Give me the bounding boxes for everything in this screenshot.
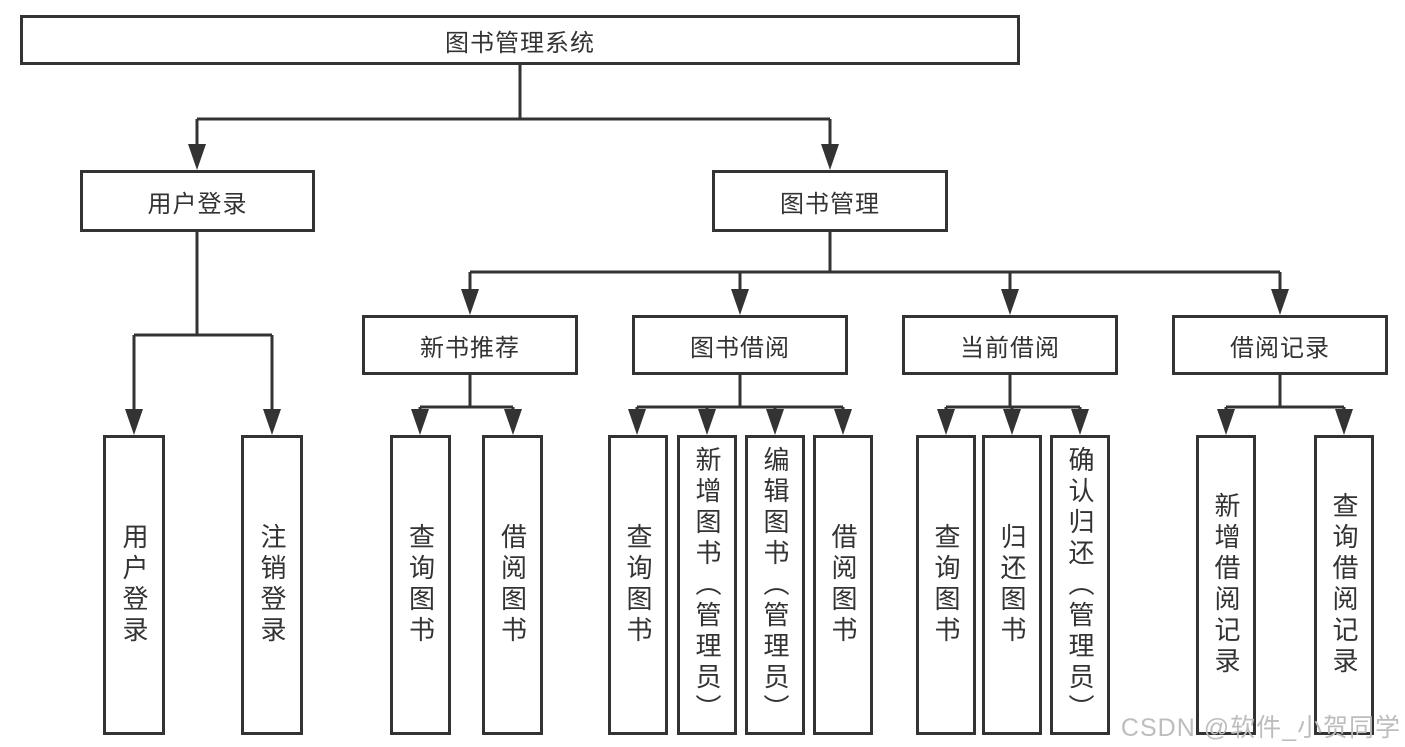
node-leaf_login_user: 用户登录: [103, 435, 165, 735]
node-leaf_cur_return: 归还图书: [982, 435, 1042, 735]
arrowhead-down-icon: [125, 409, 143, 435]
node-borrow: 图书借阅: [632, 315, 848, 375]
node-label: 图书借阅: [690, 334, 790, 362]
arrowhead-down-icon: [731, 289, 749, 315]
node-leaf_borrow_query: 查询图书: [608, 435, 668, 735]
node-label: 借阅记录: [1230, 334, 1330, 362]
arrowhead-down-icon: [1335, 409, 1353, 435]
node-leaf_cur_confirm: 确认归还（管理员）: [1050, 435, 1110, 735]
arrowhead-down-icon: [628, 409, 646, 435]
arrowhead-down-icon: [1003, 409, 1021, 435]
node-login: 用户登录: [80, 170, 315, 232]
node-label: 查询借阅记录: [1329, 492, 1359, 678]
node-label: 编辑图书（管理员）: [760, 445, 790, 725]
node-records: 借阅记录: [1172, 315, 1388, 375]
node-label: 用户登录: [147, 190, 248, 218]
node-label: 确认归还（管理员）: [1065, 445, 1095, 725]
node-root: 图书管理系统: [20, 15, 1020, 65]
arrowhead-down-icon: [766, 409, 784, 435]
node-label: 借阅图书: [497, 523, 528, 647]
node-mgmt: 图书管理: [712, 170, 948, 232]
arrowhead-down-icon: [461, 289, 479, 315]
arrowhead-down-icon: [411, 409, 429, 435]
arrowhead-down-icon: [263, 409, 281, 435]
arrowhead-down-icon: [698, 409, 716, 435]
node-leaf_borrow_edit: 编辑图书（管理员）: [745, 435, 805, 735]
node-label: 图书管理: [780, 190, 880, 218]
arrowhead-down-icon: [1271, 289, 1289, 315]
node-newbook: 新书推荐: [362, 315, 578, 375]
arrowhead-down-icon: [937, 409, 955, 435]
node-label: 新增借阅记录: [1211, 492, 1241, 678]
node-leaf_borrow_add: 新增图书（管理员）: [677, 435, 737, 735]
arrowhead-down-icon: [1001, 289, 1019, 315]
node-label: 查询图书: [623, 523, 653, 647]
arrowhead-down-icon: [1217, 409, 1235, 435]
node-leaf_rec_query: 查询借阅记录: [1314, 435, 1374, 735]
node-label: 当前借阅: [960, 334, 1060, 362]
node-label: 图书管理系统: [445, 29, 595, 57]
node-leaf_login_logout: 注销登录: [241, 435, 303, 735]
arrowhead-down-icon: [1071, 409, 1089, 435]
node-label: 用户登录: [119, 523, 149, 647]
arrowhead-down-icon: [834, 409, 852, 435]
node-leaf_borrow_borrow: 借阅图书: [813, 435, 873, 735]
node-label: 归还图书: [997, 523, 1027, 647]
node-leaf_new_borrow: 借阅图书: [482, 435, 543, 735]
node-label: 新增图书（管理员）: [692, 445, 722, 725]
node-label: 查询图书: [931, 523, 961, 647]
arrowhead-down-icon: [504, 409, 522, 435]
arrowhead-down-icon: [821, 144, 839, 170]
node-leaf_rec_add: 新增借阅记录: [1196, 435, 1256, 735]
node-leaf_cur_query: 查询图书: [916, 435, 976, 735]
arrowhead-down-icon: [188, 144, 206, 170]
node-label: 借阅图书: [828, 523, 858, 647]
node-leaf_new_query: 查询图书: [390, 435, 451, 735]
node-label: 注销登录: [257, 523, 287, 647]
node-current: 当前借阅: [902, 315, 1118, 375]
watermark: CSDN @软件_小贺同学: [1120, 714, 1401, 742]
node-label: 查询图书: [405, 523, 436, 647]
node-label: 新书推荐: [420, 334, 520, 362]
